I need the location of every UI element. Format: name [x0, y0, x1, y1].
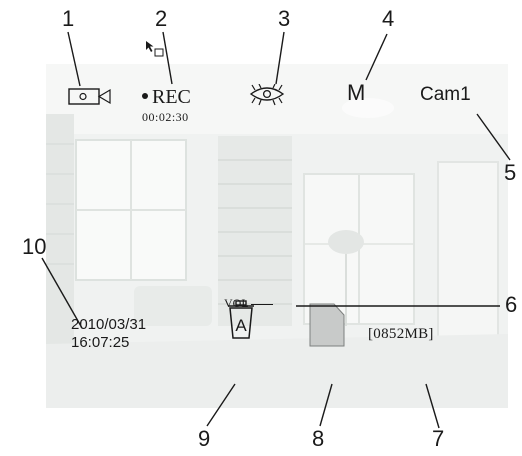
- night-vision-eye-icon: [249, 84, 285, 106]
- callout-6: 6: [505, 292, 518, 317]
- video-camera-icon: [68, 88, 111, 105]
- callout-1: 1: [62, 6, 75, 31]
- recording-status: REC 00:02:30: [142, 86, 191, 125]
- date-label: 2010/03/31: [71, 316, 147, 333]
- callout-5: 5: [504, 160, 517, 185]
- recording-dot-icon: [142, 93, 148, 99]
- recording-mode-label: M: [347, 80, 366, 105]
- recording-elapsed-time: 00:02:30: [142, 110, 189, 124]
- callout-7: 7: [432, 426, 445, 451]
- rec-label: REC: [152, 86, 191, 108]
- callout-2: 2: [155, 6, 168, 31]
- callout-10: 10: [22, 234, 47, 259]
- volume-level-bar: [250, 304, 273, 305]
- camera-viewfinder: REC 00:02:30 M Cam1 2010/03/31 16:07:25 …: [46, 64, 508, 408]
- sd-card-icon: [309, 303, 345, 347]
- room-photo-background: [46, 64, 508, 408]
- callout-8: 8: [312, 426, 325, 451]
- callout-4: 4: [382, 6, 395, 31]
- time-label: 16:07:25: [71, 334, 130, 351]
- camera-name-label: Cam1: [420, 84, 471, 105]
- mouse-pointer-icon: [146, 41, 164, 57]
- delete-icon-letter: A: [235, 316, 247, 335]
- trash-all-icon: A: [228, 300, 254, 339]
- callout-3: 3: [278, 6, 291, 31]
- storage-free-label: [0852MB]: [368, 326, 434, 342]
- callout-9: 9: [198, 426, 211, 451]
